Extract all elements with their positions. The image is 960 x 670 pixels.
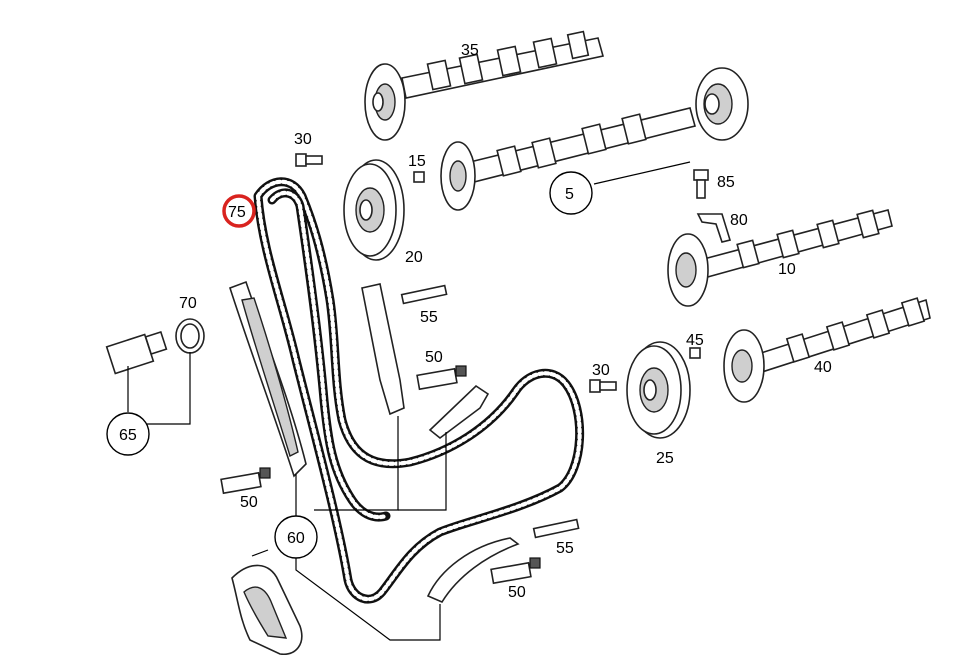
label-50-lower: 50 [508, 584, 526, 601]
label-70: 70 [179, 295, 197, 312]
pin-55-lower[interactable] [532, 518, 580, 539]
camshaft-10[interactable] [667, 209, 893, 307]
label-50-upper: 50 [425, 349, 443, 366]
chain-guide-upper[interactable] [428, 384, 490, 440]
label-30-lower: 30 [592, 362, 610, 379]
label-65: 65 [119, 427, 137, 444]
label-40: 40 [814, 359, 832, 376]
label-55-upper: 55 [420, 309, 438, 326]
pin-55-upper[interactable] [400, 284, 448, 305]
camshaft-40[interactable] [723, 297, 931, 403]
chain-tensioner-65[interactable] [105, 330, 168, 375]
label-55-lower: 55 [556, 540, 574, 557]
callout-75-highlighted[interactable]: 75 [222, 194, 256, 228]
sprocket-20[interactable] [343, 159, 405, 261]
bolt-85[interactable] [693, 169, 709, 199]
label-75: 75 [228, 204, 246, 221]
callout-5[interactable]: 5 [549, 171, 593, 215]
callout-65[interactable]: 65 [106, 412, 150, 456]
pin-50-lower[interactable] [490, 557, 541, 585]
label-10: 10 [778, 261, 796, 278]
camshaft-35[interactable] [364, 30, 604, 141]
callout-60[interactable]: 60 [274, 515, 318, 559]
label-45: 45 [686, 332, 704, 349]
pin-50-left[interactable] [220, 467, 271, 495]
timing-chain-75[interactable] [253, 177, 585, 604]
callout-35: 35 [461, 42, 479, 59]
label-30-upper: 30 [294, 131, 312, 148]
tensioning-rail-60[interactable] [231, 564, 303, 655]
label-60: 60 [287, 530, 305, 547]
leader-lines [127, 161, 691, 641]
bolt-30-upper[interactable] [295, 153, 323, 167]
guide-rail-middle[interactable] [361, 283, 405, 416]
clamp-80[interactable] [696, 213, 732, 243]
pin-45[interactable] [689, 347, 701, 359]
label-50-left: 50 [240, 494, 258, 511]
pin-50-upper[interactable] [416, 365, 467, 391]
tensioner-rail-left[interactable] [229, 280, 307, 478]
sprocket-25[interactable] [626, 341, 691, 439]
label-35: 35 [461, 42, 479, 59]
label-20: 20 [405, 249, 423, 266]
label-15: 15 [408, 153, 426, 170]
label-5: 5 [565, 186, 574, 203]
label-80: 80 [730, 212, 748, 229]
seal-ring-70[interactable] [175, 318, 205, 354]
chain-guide-lower[interactable] [426, 537, 520, 604]
camshaft-5[interactable] [440, 67, 749, 211]
label-85: 85 [717, 174, 735, 191]
pin-15[interactable] [413, 171, 425, 183]
bolt-30-lower[interactable] [589, 379, 617, 393]
label-25: 25 [656, 450, 674, 467]
